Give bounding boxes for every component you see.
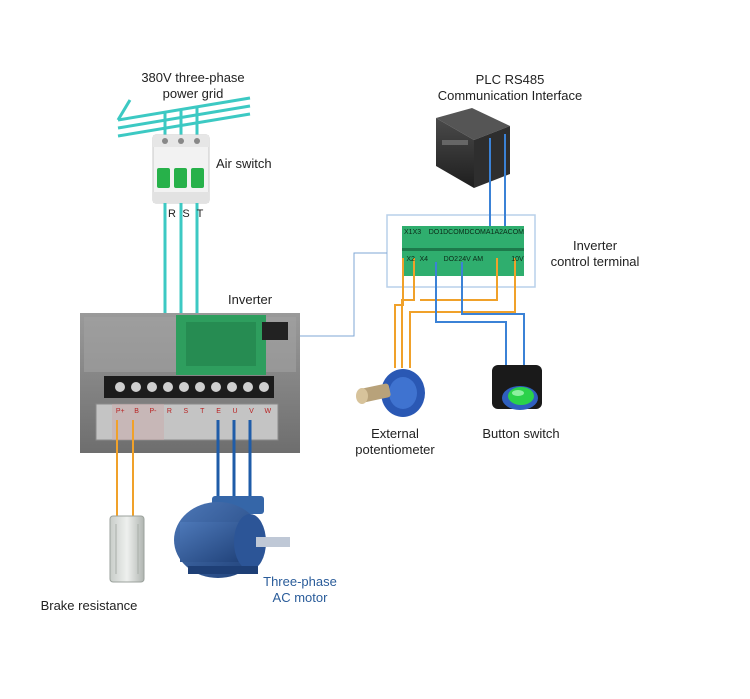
terminal-label: X2 xyxy=(406,256,415,263)
terminal-label: ACOM xyxy=(503,229,524,236)
terminal-label: W xyxy=(264,408,272,415)
plc-rs485-wires xyxy=(489,134,506,226)
phase-t-label: T xyxy=(196,208,204,220)
button-switch-icon xyxy=(492,365,542,410)
plc-label: PLC RS485 Communication Interface xyxy=(410,72,610,104)
button-switch-label: Button switch xyxy=(482,426,560,441)
plc-label-line2: Communication Interface xyxy=(437,88,583,103)
terminal-label xyxy=(484,256,497,268)
phase-s-label: S xyxy=(182,208,190,220)
power-grid-label-line2: power grid xyxy=(162,86,224,101)
terminal-label: AM xyxy=(472,256,484,263)
brake-resistance-icon xyxy=(109,515,145,583)
terminal-label: 10V xyxy=(511,256,524,263)
terminal-label: S xyxy=(183,408,189,415)
brake-wires xyxy=(116,420,134,520)
terminal-label xyxy=(421,229,429,241)
terminal-label: V xyxy=(249,408,254,415)
plc-label-line1: PLC RS485 xyxy=(475,72,545,87)
phase-r-label: R xyxy=(168,208,176,220)
terminal-label: R xyxy=(166,408,172,415)
potentiometer-label-line1: External xyxy=(371,426,419,441)
potentiometer-label: External potentiometer xyxy=(330,426,460,458)
terminal-label: DCOM xyxy=(443,229,465,236)
button-wires xyxy=(435,262,525,365)
air-switch-label: Air switch xyxy=(216,156,272,171)
terminal-label: P- xyxy=(149,408,157,415)
motor-label-line1: Three-phase xyxy=(263,574,337,589)
power-terminal-row: P+ B P- R S T E U V W xyxy=(112,408,276,420)
terminal-label: X3 xyxy=(412,229,422,236)
terminal-label: P+ xyxy=(115,408,125,415)
motor-icon xyxy=(174,496,290,578)
terminal-label xyxy=(430,256,443,268)
terminal-label: X1 xyxy=(404,229,413,236)
brake-resistance-label: Brake resistance xyxy=(40,598,138,613)
control-terminal-label: Inverter control terminal xyxy=(530,238,660,270)
control-terminal-label-line1: Inverter xyxy=(572,238,618,253)
motor-wires xyxy=(216,420,252,500)
power-grid-lines xyxy=(116,96,251,138)
terminal-label: B xyxy=(134,408,139,415)
terminal-label: E xyxy=(216,408,221,415)
potentiometer-label-line2: potentiometer xyxy=(355,442,435,457)
potentiometer-icon xyxy=(356,369,425,417)
terminal-label: DO2 xyxy=(443,256,459,263)
terminal-label: U xyxy=(232,408,238,415)
terminal-label: A1 xyxy=(485,229,495,236)
motor-label: Three-phase AC motor xyxy=(240,574,360,606)
terminal-label xyxy=(498,256,511,268)
terminal-label: DO1 xyxy=(428,229,444,236)
plc-icon xyxy=(436,108,510,188)
terminal-label: X4 xyxy=(419,256,429,263)
inverter-label: Inverter xyxy=(228,292,273,307)
motor-label-line2: AC motor xyxy=(272,590,328,605)
air-switch-icon xyxy=(152,134,210,204)
terminal-label: T xyxy=(200,408,205,415)
power-grid-label-line1: 380V three-phase xyxy=(141,70,245,85)
terminal-label: A2 xyxy=(494,229,503,236)
terminal-label: 24V xyxy=(458,256,471,263)
control-terminal-label-line2: control terminal xyxy=(550,254,640,269)
power-grid-label: 380V three-phase power grid xyxy=(118,70,268,102)
terminal-label: DCOM xyxy=(464,229,486,236)
inverter-icon xyxy=(80,313,300,453)
board-link-line xyxy=(300,252,387,337)
